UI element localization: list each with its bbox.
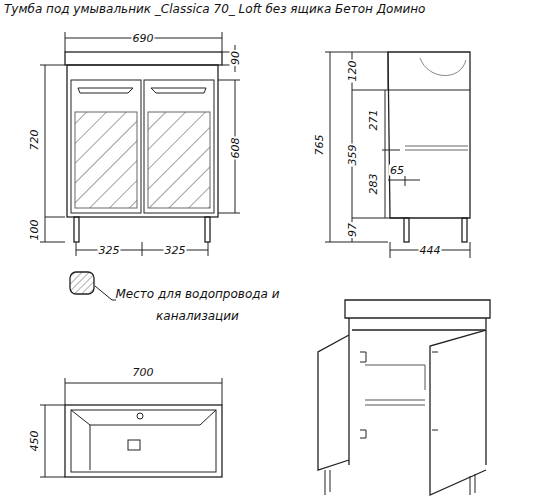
dimension-label: 608 (230, 137, 241, 160)
legend-text: Место для водопровода и канализации (110, 283, 285, 327)
dimension-label: 765 (314, 134, 325, 157)
dimension-label: 450 (29, 430, 40, 453)
dimension-label: 690 (132, 33, 155, 44)
dimension-label: 359 (347, 144, 358, 167)
dimension-label: 720 (29, 129, 40, 152)
dimension-label: 325 (164, 245, 187, 256)
drawing-title: Тумба под умывальник _Classica 70_ Loft … (4, 3, 425, 15)
dimension-label: 65 (389, 165, 405, 176)
dimension-label: 120 (347, 60, 358, 83)
dimension-label: 700 (132, 367, 155, 378)
dimension-label: 100 (29, 219, 40, 242)
dimension-label: 325 (98, 245, 121, 256)
dimension-label: 444 (419, 245, 442, 256)
dimension-label: 271 (368, 109, 379, 132)
dimension-label: 90 (230, 50, 241, 66)
dimension-label: 283 (368, 173, 379, 196)
dimension-label: 97 (347, 222, 358, 238)
